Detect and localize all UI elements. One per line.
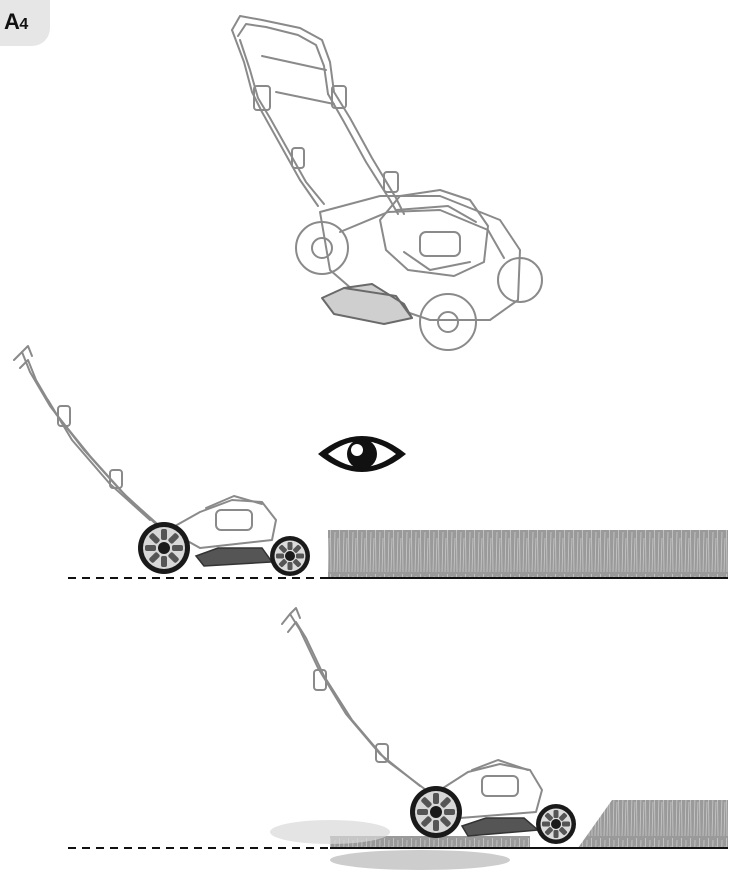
- mower-side-figure-1: [13, 345, 728, 579]
- eye-icon: [318, 436, 406, 472]
- section-tab: A4: [0, 0, 50, 46]
- mower-side-figure-2: [68, 607, 728, 870]
- section-tab-label: A4: [4, 9, 28, 34]
- mower-perspective-figure: [231, 15, 543, 351]
